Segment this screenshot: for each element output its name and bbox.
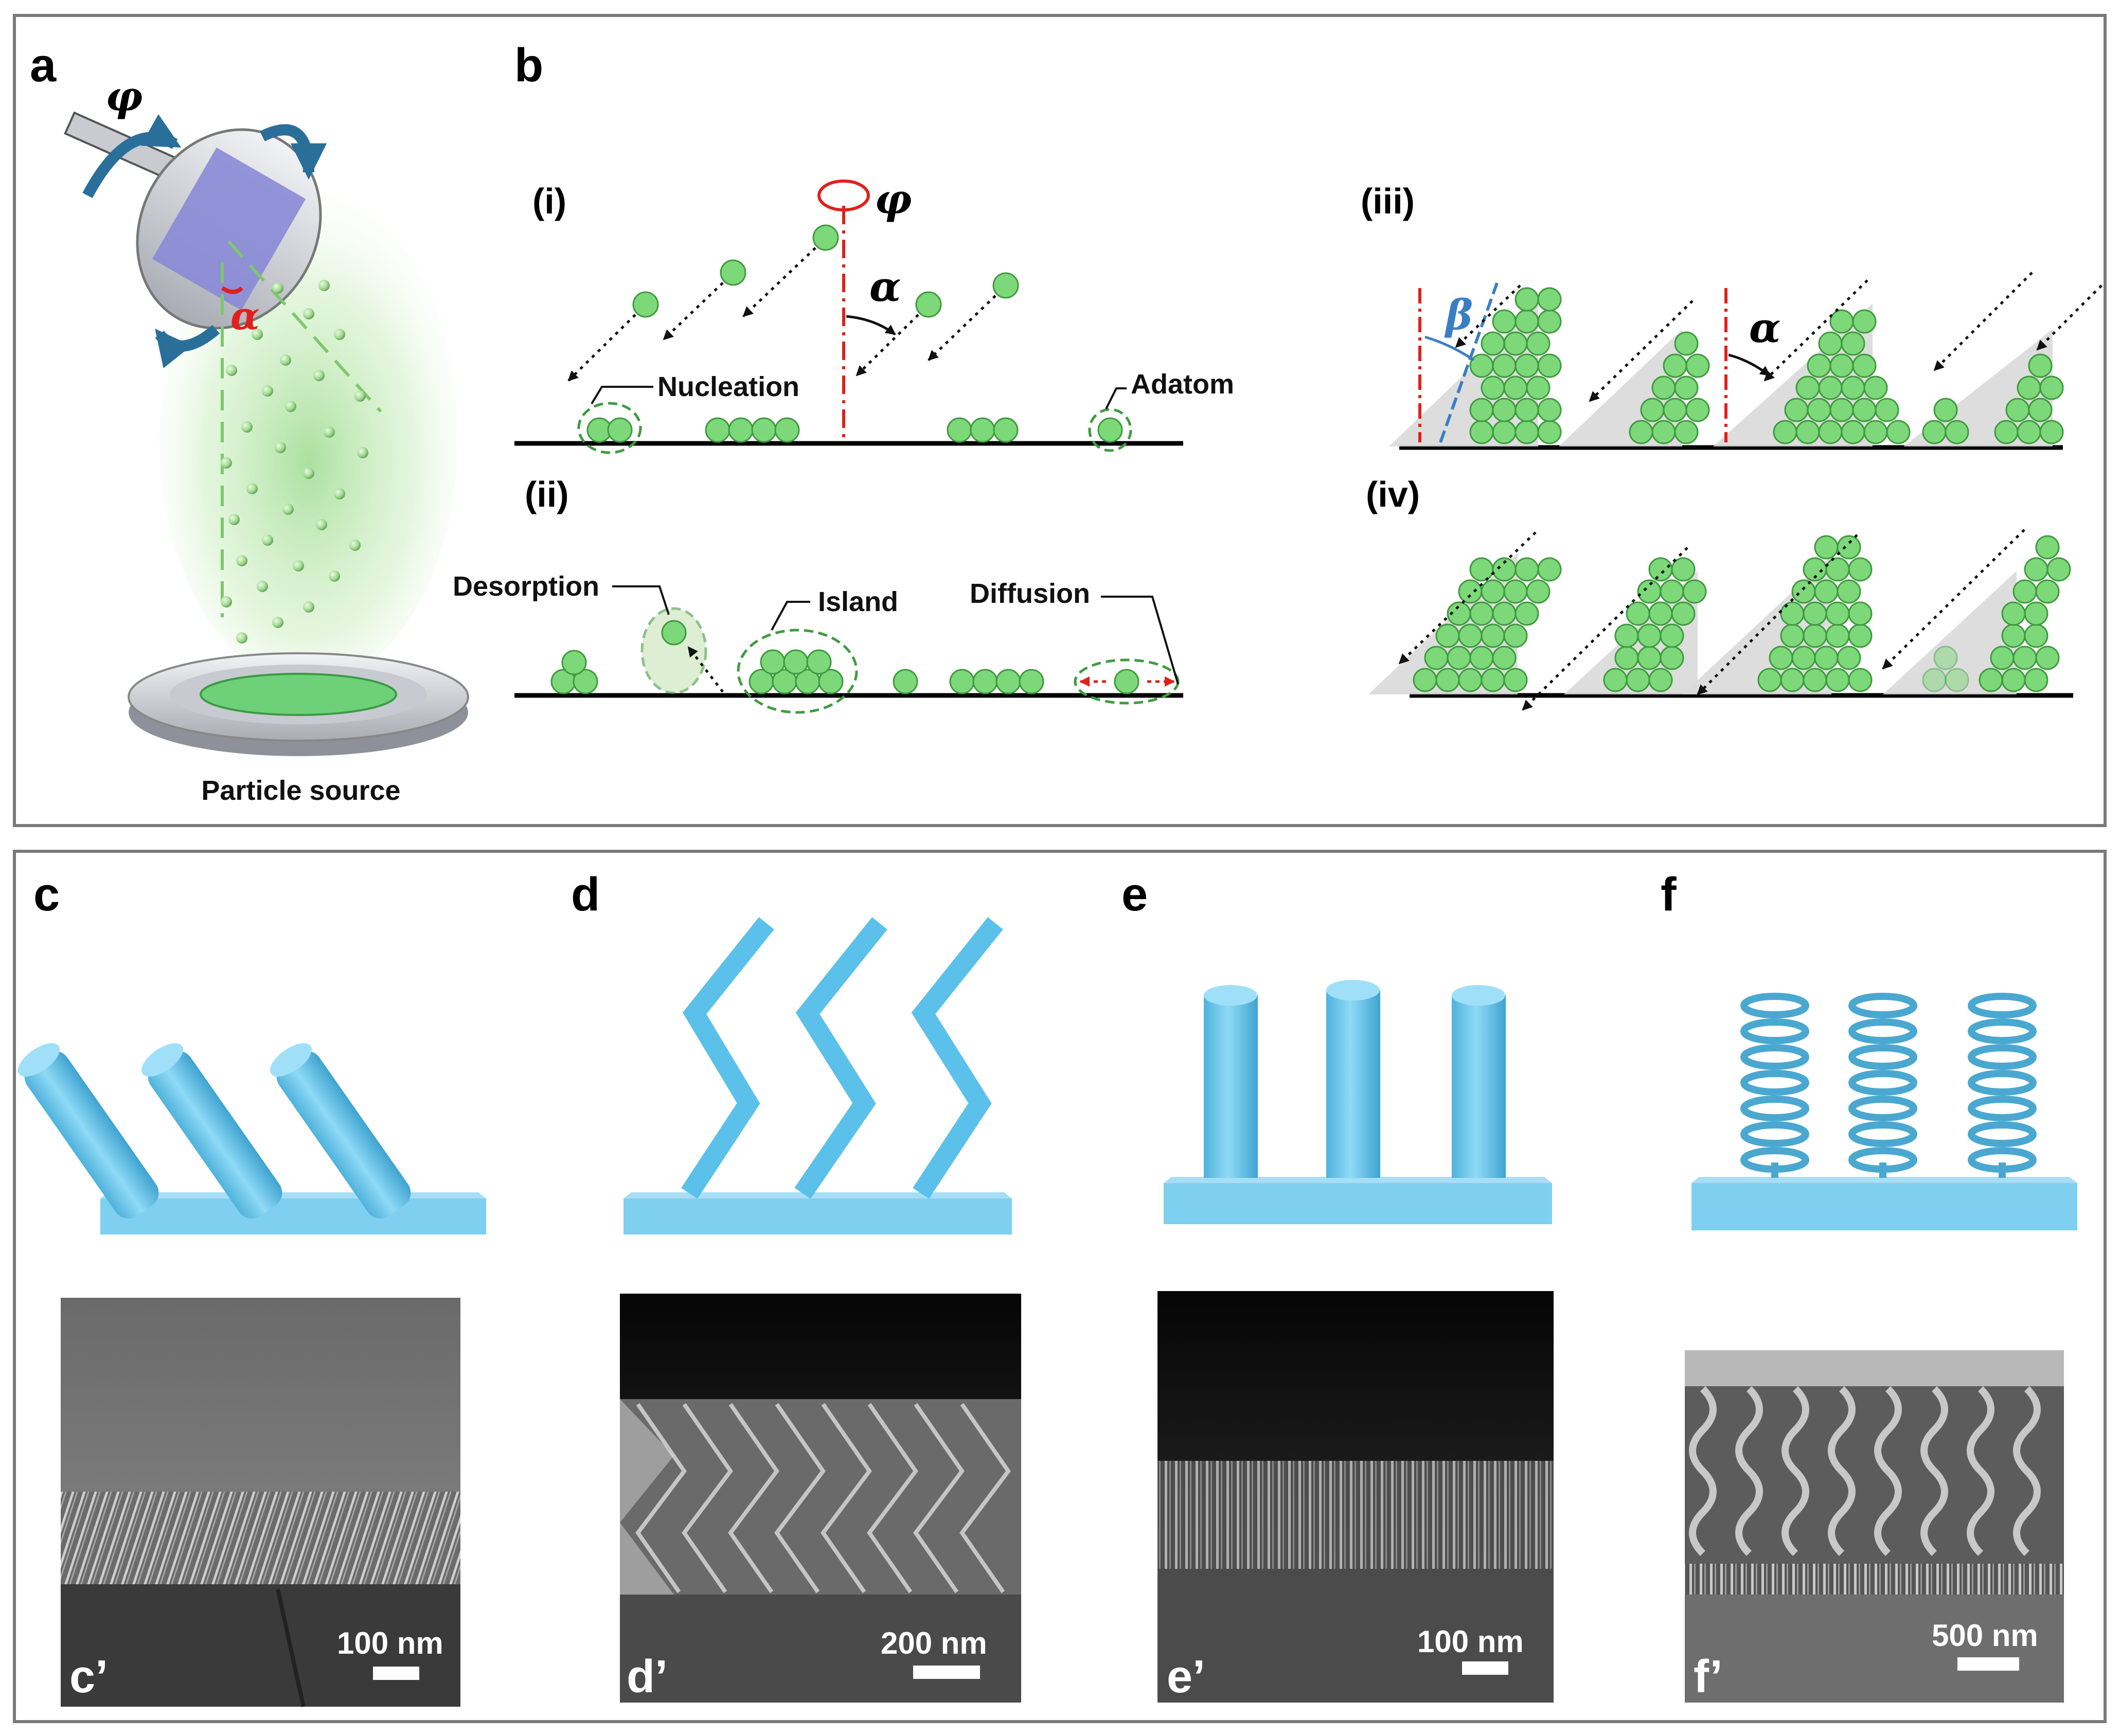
desorption-leader [612,585,670,615]
substrate [152,147,306,311]
nucleation-label: Nucleation [657,371,799,402]
panel-c: c c’ 100 nm [17,868,486,1707]
column-iv-2 [1603,557,1707,692]
scale-bar-c [373,1667,419,1680]
alpha-angle-arrow [846,315,896,336]
column-iv-4 [1922,535,2071,692]
sem-image-f: f’ 500 nm [1685,1350,2064,1703]
panel-a-phi: φ [105,72,142,120]
helical-nanostructures-schematic [1691,993,2077,1230]
panel-e: e e’ 100 nm [1121,868,1554,1703]
panel-b-ii-label: (ii) [525,474,569,514]
particle-source-crucible [128,652,469,756]
vapor-particles [221,280,368,643]
beta-arc [1424,335,1475,362]
beta-symbol: β [1444,291,1473,339]
panel-b-i: (i) φ α [514,175,1234,454]
panel-b-alpha: α [869,262,901,311]
panel-b-iv-label: (iv) [1366,474,1420,514]
scale-bar-f [1957,1657,2019,1671]
island-atoms [749,649,844,694]
island-leader [771,601,810,631]
sem-image-c: c’ 100 nm [61,1298,460,1707]
panel-f: f [1661,868,2077,1703]
top-frame [13,14,2107,827]
panel-b-iv: (iv) [1366,474,2073,711]
flux-line [227,241,382,413]
nucleation-ring [577,402,642,454]
column-iii-3 [1773,309,1911,444]
adatom-ring [1088,408,1132,452]
column-iii-2 [1629,331,1710,444]
sem-f-label: f’ [1694,1651,1723,1703]
phi-rotation-arrow [82,114,182,199]
incoming-flux-iii [1455,272,2103,402]
panel-d-letter: d [571,868,600,921]
adatom-label: Adatom [1131,369,1234,400]
column-iii-1 [1469,287,1562,444]
adatom-leader [1105,387,1127,409]
scale-bar-d-label: 200 nm [881,1626,987,1660]
panel-b-letter: b [514,39,543,92]
particle-source-label: Particle source [201,775,400,806]
panel-b-iii-label: (iii) [1361,181,1415,221]
nucleation-leader [591,386,653,405]
tilted-nanorods-schematic [17,1043,486,1234]
desorption-ring [640,607,707,694]
vertical-nanorods-schematic [1164,980,1552,1224]
island-ring [737,629,858,714]
incoming-adatoms [567,224,1019,382]
desorption-arrow [687,646,724,693]
panel-a: a φ α [30,39,469,806]
sem-e-label: e’ [1167,1651,1205,1703]
island-label: Island [818,586,898,617]
panel-b: b (i) φ α [453,39,2103,714]
panel-d: d d’ 200 nm [571,868,1021,1703]
tilt-arrow-top [260,124,327,180]
zigzag-nanostructures-schematic [623,917,1012,1234]
alpha-arrow-iii [1728,353,1771,377]
diffusion-label: Diffusion [970,578,1090,609]
incoming-flux-iv [1398,529,2025,711]
column-tilt-line [1439,282,1499,443]
scale-bar-c-label: 100 nm [337,1626,443,1660]
tilt-arrow-bottom [155,325,220,368]
alpha-arc [221,286,243,294]
scale-bar-f-label: 500 nm [1932,1618,2038,1653]
sem-d-label: d’ [627,1651,668,1703]
desorbing-atom [661,620,687,646]
substrate-holder [136,128,322,330]
panel-a-letter: a [30,39,57,92]
column-iii-4 [1922,353,2064,444]
sem-c-label: c’ [69,1651,108,1703]
scale-bar-e [1462,1661,1508,1675]
sem-image-d: d’ 200 nm [620,1294,1021,1703]
panel-b-ii: (ii) [453,474,1183,714]
surface-atoms-ii [550,650,1139,694]
surface-atoms-i [586,417,1123,443]
column-iv-1 [1413,557,1562,692]
panel-b-iii-alpha: α [1749,303,1781,352]
scale-bar-e-label: 100 nm [1417,1624,1524,1659]
desorption-label: Desorption [453,571,599,602]
sem-image-e: e’ 100 nm [1157,1291,1554,1703]
panel-e-letter: e [1121,868,1148,921]
panel-b-i-label: (i) [532,181,566,221]
column-iv-3 [1757,535,1873,692]
panel-f-letter: f [1661,868,1677,921]
bottom-frame [13,850,2107,1723]
diffusion-leader [1101,596,1179,685]
shadow-region-iv-4 [1883,571,2017,694]
panel-c-letter: c [33,868,60,921]
scale-bar-d [913,1666,980,1679]
phi-rotation-ring [817,180,870,211]
panel-b-phi: φ [875,175,912,223]
panel-b-iii: (iii) [1361,181,2103,450]
